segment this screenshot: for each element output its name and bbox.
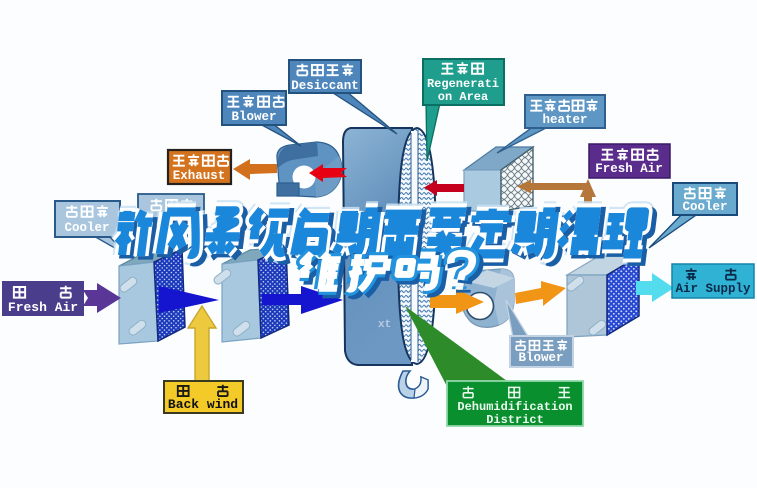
- svg-text:Cooler: Cooler: [64, 221, 109, 235]
- svg-text:Blower: Blower: [231, 110, 276, 124]
- svg-text:District: District: [486, 413, 544, 427]
- svg-text:Exhaust: Exhaust: [173, 169, 226, 183]
- svg-text:Regenerati: Regenerati: [427, 77, 499, 91]
- svg-text:heater: heater: [542, 113, 587, 127]
- svg-text:Back wind: Back wind: [168, 397, 238, 412]
- svg-text:Fresh Air: Fresh Air: [8, 300, 78, 315]
- svg-text:xt: xt: [378, 319, 391, 331]
- svg-text:Blower: Blower: [518, 351, 563, 365]
- svg-text:Desiccant: Desiccant: [291, 79, 359, 93]
- svg-text:on Area: on Area: [438, 90, 488, 104]
- svg-text:Air Supply: Air Supply: [675, 282, 751, 296]
- svg-text:Cooler: Cooler: [682, 200, 727, 214]
- svg-text:Fresh Air: Fresh Air: [595, 162, 663, 176]
- svg-text:Dehumidification: Dehumidification: [457, 400, 572, 414]
